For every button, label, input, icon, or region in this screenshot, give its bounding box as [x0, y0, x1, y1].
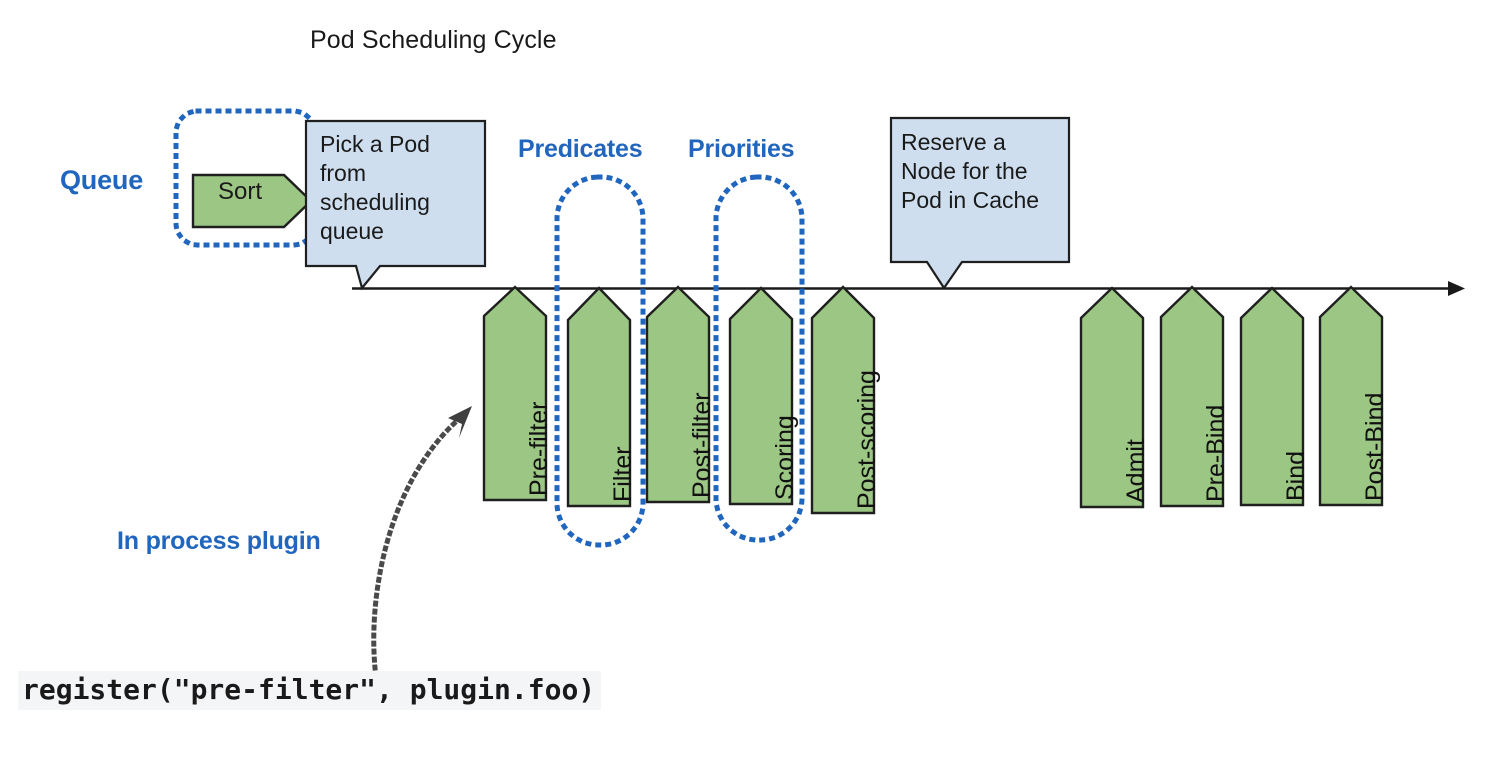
stage-label-sort: Sort	[217, 178, 262, 205]
stage-label-pre-filter: Pre-filter	[525, 401, 553, 496]
plugin-registration-pointer	[371, 406, 472, 671]
stage-label-admit: Admit	[1122, 439, 1150, 503]
stage-label-post-scoring: Post-scoring	[853, 370, 881, 509]
callout-text-pick-a-pod: Pick a Pod from scheduling queue	[320, 131, 430, 244]
priorities-group-label: Priorities	[688, 135, 795, 163]
page-title: Pod Scheduling Cycle	[310, 26, 557, 54]
stage-label-post-filter: Post-filter	[688, 392, 716, 498]
timeline-axis	[352, 281, 1465, 296]
stage-label-bind: Bind	[1282, 450, 1310, 501]
stage-label-pre-bind: Pre-Bind	[1202, 404, 1230, 502]
in-process-plugin-label: In process plugin	[117, 527, 321, 555]
queue-group-label: Queue	[60, 165, 144, 195]
plugin-registration-code: register("pre-filter", plugin.foo)	[18, 671, 602, 710]
stage-label-post-bind: Post-Bind	[1361, 392, 1389, 501]
predicates-group-label: Predicates	[518, 135, 643, 163]
stage-label-scoring: Scoring	[771, 415, 799, 500]
stage-label-filter: Filter	[609, 446, 637, 502]
callout-text-reserve-node: Reserve a Node for the Pod in Cache	[901, 129, 1040, 213]
